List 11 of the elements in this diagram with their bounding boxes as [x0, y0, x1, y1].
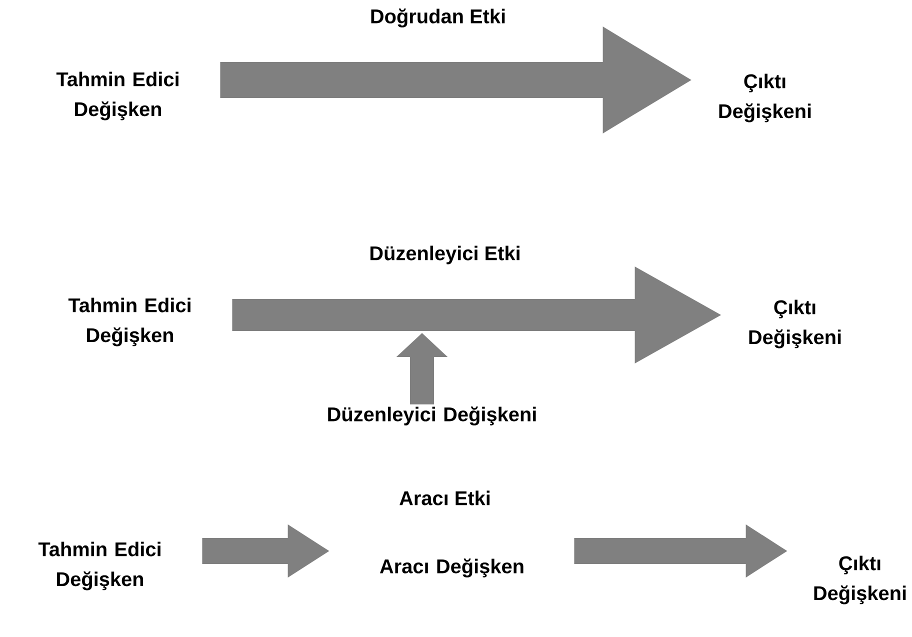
variable-label: Çıktı Değişkeni: [719, 74, 811, 122]
effect-label: Aracı Etki: [400, 490, 490, 506]
variable-label: Tahmin Edici Değişken: [38, 542, 160, 590]
variable-label: Çıktı Değişkeni: [749, 300, 841, 348]
variable-label: Tahmin Edici Değişken: [68, 298, 190, 346]
edge-label: Düzenleyici Etki: [370, 246, 520, 264]
variable-label: Çıktı Değişkeni: [814, 556, 906, 604]
variable-label: Aracı Değişken: [380, 558, 524, 578]
variable-label: Tahmin Edici Değişken: [56, 72, 178, 120]
variable-label: Düzenleyici Değişkeni: [328, 406, 536, 426]
edge-label: Doğrudan Etki: [371, 8, 505, 28]
